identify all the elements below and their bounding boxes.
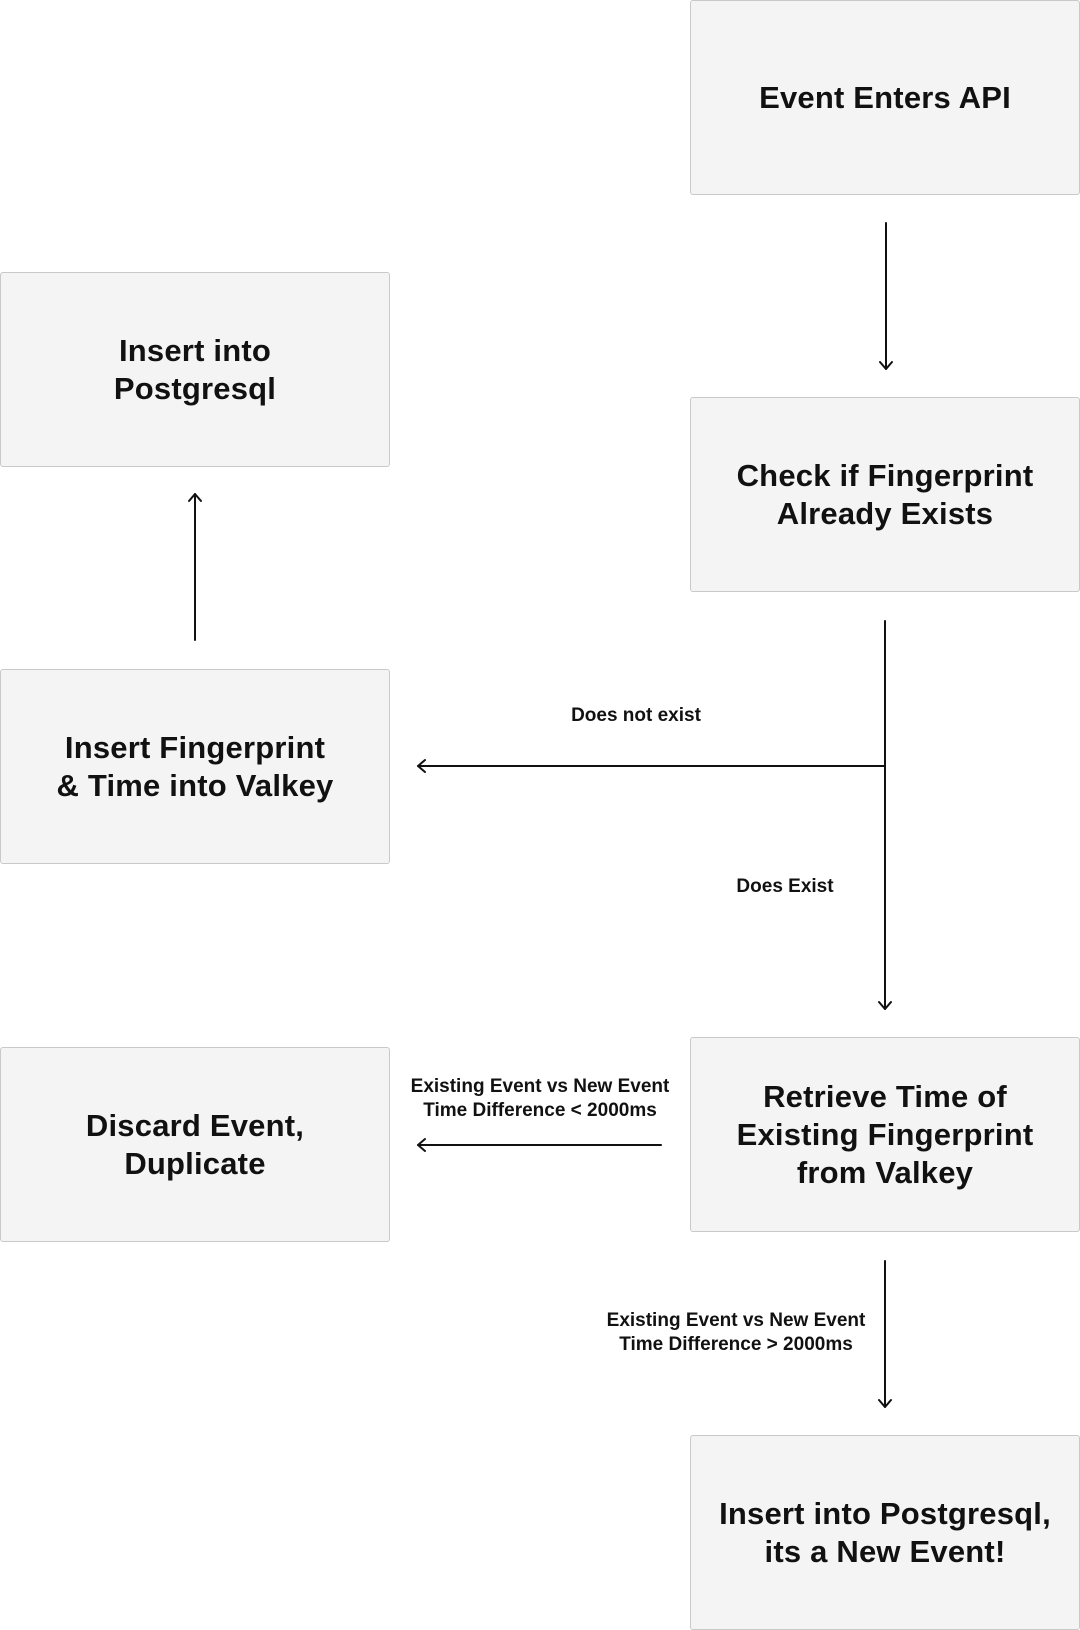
node-check-fingerprint: Check if Fingerprint Already Exists (690, 397, 1080, 592)
arrow-check-to-retrieve (878, 620, 892, 1010)
node-label: Insert into Postgresql (113, 332, 277, 406)
arrow-valkey-to-postgres (188, 493, 202, 641)
node-label: Insert Fingerprint & Time into Valkey (56, 729, 334, 803)
arrow-retrieve-to-new (878, 1260, 892, 1408)
node-insert-fingerprint-valkey: Insert Fingerprint & Time into Valkey (0, 669, 390, 864)
edge-label-time-diff-greater: Existing Event vs New Event Time Differe… (606, 1310, 866, 1355)
edge-label-does-not-exist: Does not exist (571, 705, 701, 726)
edge-label-time-diff-less: Existing Event vs New Event Time Differe… (410, 1076, 670, 1121)
node-insert-new-event: Insert into Postgresql, its a New Event! (690, 1435, 1080, 1630)
node-event-enters-api: Event Enters API (690, 0, 1080, 195)
edge-label-does-exist: Does Exist (736, 876, 834, 897)
node-label: Discard Event, Duplicate (85, 1107, 305, 1181)
arrow-api-to-check (879, 222, 893, 370)
node-label: Retrieve Time of Existing Fingerprint fr… (736, 1078, 1034, 1190)
node-label: Check if Fingerprint Already Exists (736, 457, 1034, 531)
node-discard-event: Discard Event, Duplicate (0, 1047, 390, 1242)
node-retrieve-time: Retrieve Time of Existing Fingerprint fr… (690, 1037, 1080, 1232)
node-label: Event Enters API (759, 79, 1011, 115)
node-insert-into-postgresql: Insert into Postgresql (0, 272, 390, 467)
arrow-retrieve-to-discard (417, 1138, 662, 1152)
arrow-branch-to-valkey (417, 759, 886, 773)
node-label: Insert into Postgresql, its a New Event! (719, 1495, 1051, 1569)
